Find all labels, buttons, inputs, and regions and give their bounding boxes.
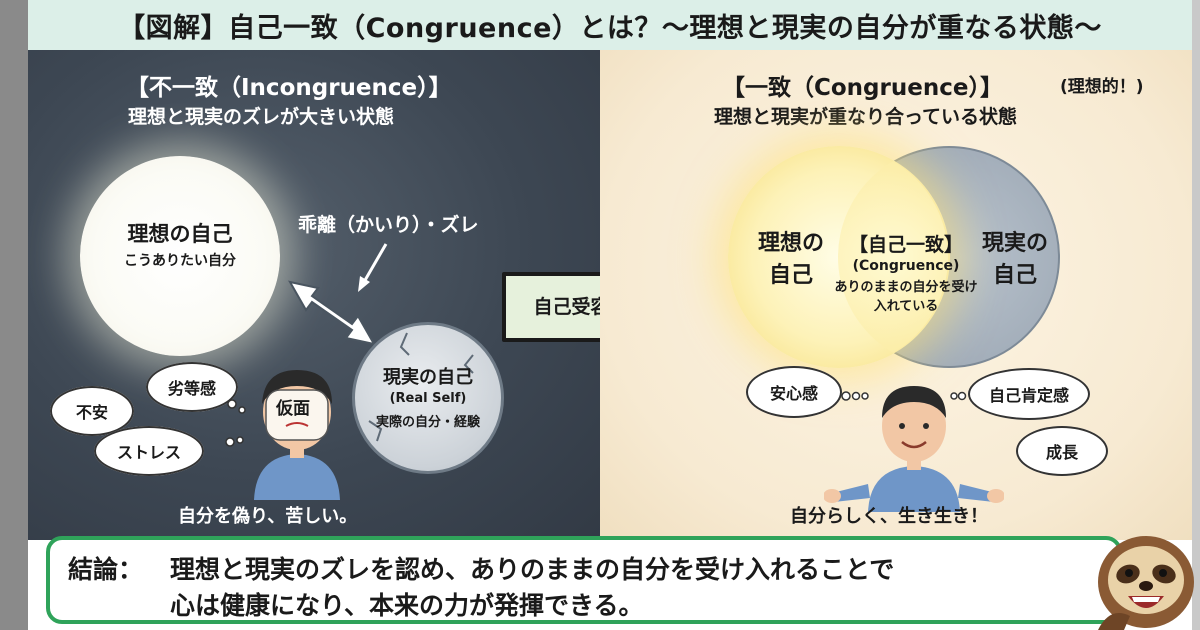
pointer-arrow-line bbox=[362, 243, 388, 283]
venn-ideal-self-label: 理想の 自己 bbox=[758, 228, 824, 292]
conclusion-line-1: 理想と現実のズレを認め、ありのままの自分を受け入れることで bbox=[170, 555, 895, 584]
congruence-heading-note: (理想的！) bbox=[1060, 77, 1144, 97]
mask-label: 仮面 bbox=[276, 399, 310, 419]
congruence-center-english: (Congruence) bbox=[852, 258, 960, 274]
ideal-self-title: 理想の自己 bbox=[127, 222, 233, 246]
cloud-label-growth: 成長 bbox=[1045, 443, 1078, 462]
person-shirt bbox=[868, 466, 960, 512]
sloth-mascot-icon bbox=[1098, 536, 1194, 630]
thought-cloud-stress: ストレス bbox=[94, 426, 204, 476]
cloud-label-anxiety: 不安 bbox=[75, 403, 108, 422]
conclusion-box: 結論： 理想と現実のズレを認め、ありのままの自分を受け入れることで 心は健康にな… bbox=[46, 536, 1122, 624]
real-self-title: 現実の自己 bbox=[383, 367, 473, 388]
incongruence-subheading: 理想と現実のズレが大きい状態 bbox=[128, 106, 395, 128]
cloud-label-inferiority: 劣等感 bbox=[167, 379, 216, 398]
thought-cloud-inferiority: 劣等感 bbox=[146, 362, 238, 412]
person-face bbox=[882, 390, 946, 462]
venn-real-label-line2: 自己 bbox=[993, 263, 1038, 288]
page-title: 【図解】自己一致（Congruence）とは？〜理想と現実の自分が重なる状態〜 bbox=[118, 12, 1102, 44]
pointer-arrow-head bbox=[358, 276, 370, 292]
incongruence-caption: 自分を偽り、苦しい。 bbox=[178, 506, 358, 527]
incongruence-heading: 【不一致（Incongruence）】 bbox=[126, 75, 452, 101]
incongruence-panel: 【不一致（Incongruence）】 理想と現実のズレが大きい状態 理想の自己… bbox=[28, 50, 600, 540]
real-self-english: (Real Self) bbox=[389, 391, 467, 406]
person-shirt bbox=[254, 454, 340, 500]
header-banner: 【図解】自己一致（Congruence）とは？〜理想と現実の自分が重なる状態〜 bbox=[28, 0, 1192, 50]
cloud-label-self-esteem: 自己肯定感 bbox=[988, 386, 1069, 405]
thought-cloud-self-esteem: 自己肯定感 bbox=[968, 368, 1090, 420]
conclusion-label: 結論： bbox=[68, 555, 144, 584]
congruence-subheading: 理想と現実が重なり合っている状態 bbox=[714, 106, 1018, 128]
venn-real-self-label: 現実の 自己 bbox=[982, 228, 1048, 292]
venn-ideal-label-line1: 理想の bbox=[758, 231, 825, 256]
congruence-center-description: ありのままの自分を受け入れている bbox=[834, 280, 978, 314]
mask-icon bbox=[265, 389, 329, 441]
congruence-caption: 自分らしく、生き生き！ bbox=[790, 506, 988, 527]
thought-cloud-growth: 成長 bbox=[1016, 426, 1108, 476]
thought-cloud-relief: 安心感 bbox=[746, 366, 842, 418]
cloud-label-relief: 安心感 bbox=[769, 384, 818, 403]
venn-real-label-line1: 現実の bbox=[982, 231, 1049, 256]
right-border-strip bbox=[1192, 0, 1200, 630]
crack-icon bbox=[368, 332, 474, 442]
person-hair bbox=[882, 386, 946, 418]
thought-bubble-dots-right bbox=[841, 391, 967, 401]
real-self-description: 実際の自分・経験 bbox=[375, 415, 480, 430]
congruence-panel: 【一致（Congruence）】 (理想的！) 理想と現実が重なり合っている状態… bbox=[600, 50, 1192, 540]
smile-icon bbox=[901, 441, 927, 449]
congruence-heading: 【一致（Congruence）】 bbox=[722, 75, 1003, 101]
ideal-self-description: こうありたい自分 bbox=[124, 253, 236, 269]
cloud-label-stress: ストレス bbox=[116, 443, 181, 462]
venn-ideal-label-line2: 自己 bbox=[769, 263, 814, 288]
real-self-circle: 現実の自己 (Real Self) 実際の自分・経験 bbox=[352, 322, 504, 474]
gap-label: 乖離（かいり）・ズレ bbox=[298, 214, 479, 236]
congruence-center-title: 【自己一致】 bbox=[848, 234, 963, 256]
sad-person-illustration bbox=[254, 370, 340, 500]
person-hair bbox=[262, 370, 332, 404]
happy-person-illustration bbox=[824, 386, 1004, 512]
left-border-strip bbox=[0, 0, 28, 630]
conclusion-line-2: 心は健康になり、本来の力が発揮できる。 bbox=[170, 591, 644, 620]
thought-bubble-dots bbox=[225, 399, 246, 447]
ideal-self-circle: 理想の自己 こうありたい自分 bbox=[80, 156, 280, 356]
thought-cloud-anxiety: 不安 bbox=[50, 386, 134, 436]
